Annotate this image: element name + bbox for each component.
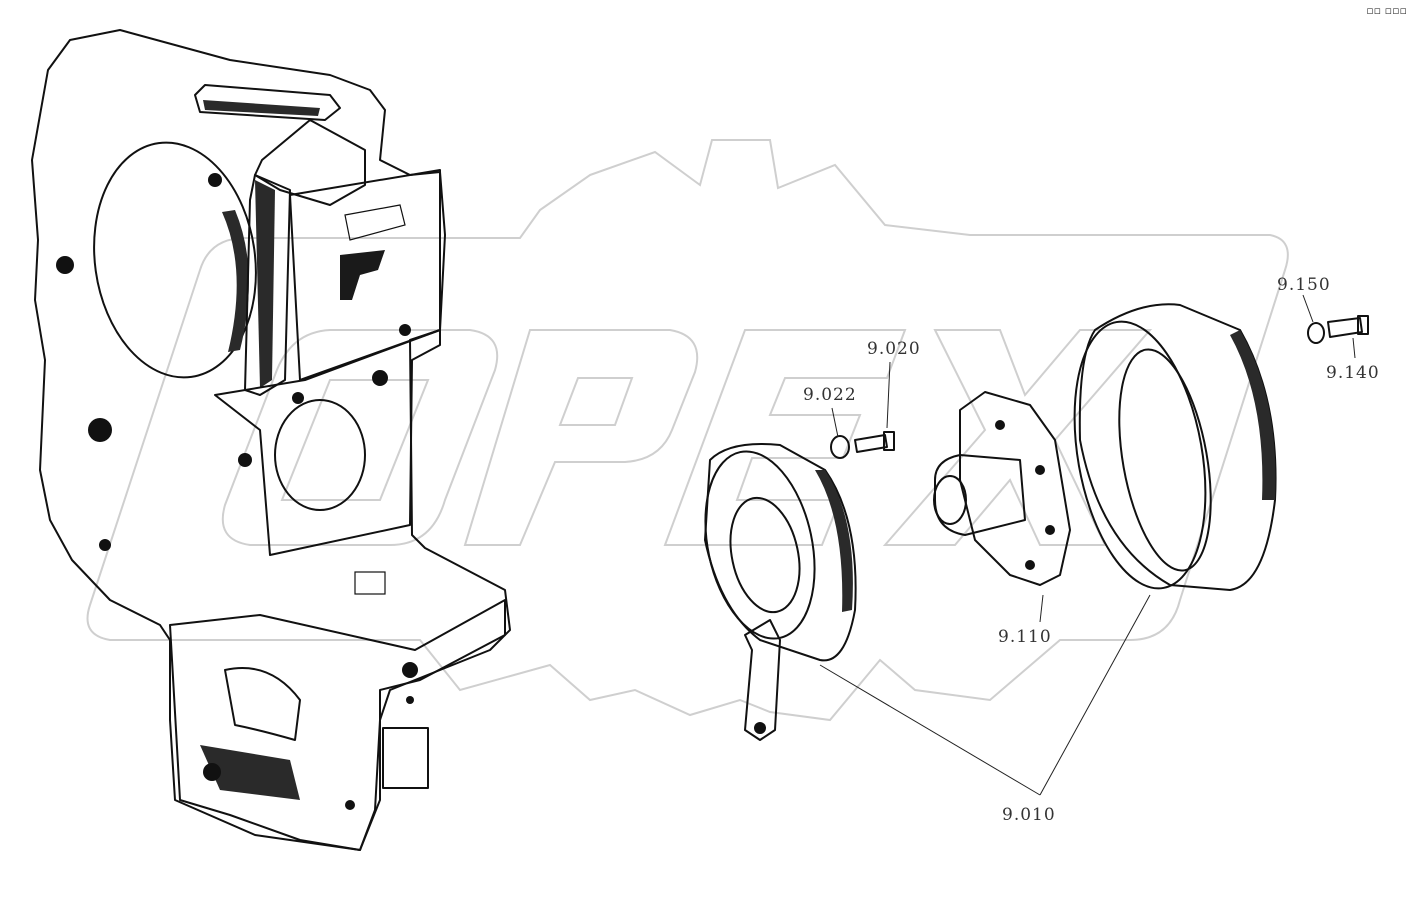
housing-bolt-hole xyxy=(345,800,355,810)
leader-9150 xyxy=(1302,294,1314,323)
part-9022-washer xyxy=(830,435,850,459)
housing-bolt-hole xyxy=(399,324,411,336)
housing-top-port xyxy=(194,84,341,121)
label-9020: 9.020 xyxy=(867,339,921,359)
label-9140: 9.140 xyxy=(1326,363,1380,383)
transmission-housing xyxy=(31,29,511,851)
leader-9010-b xyxy=(1039,594,1151,796)
label-9022: 9.022 xyxy=(803,385,857,405)
housing-main-bore xyxy=(93,141,257,379)
housing-valve-lever xyxy=(340,250,385,300)
watermark-letter-x xyxy=(882,329,1153,546)
part-9140-bolt xyxy=(1327,315,1369,338)
ring-inner-bore xyxy=(1118,348,1212,572)
housing-bolt-hole xyxy=(406,696,414,704)
housing-bolt-hole xyxy=(372,370,388,386)
housing-valve-slot xyxy=(344,204,406,241)
housing-bolt-hole xyxy=(402,662,418,678)
housing-bore-shadow xyxy=(222,210,249,352)
watermark-letter-o xyxy=(221,329,499,546)
housing-lower-shadow xyxy=(200,745,300,800)
part-labels: 9.020 9.022 9.150 9.140 9.110 9.010 xyxy=(803,275,1380,825)
housing-mid-bore xyxy=(274,399,366,511)
housing-bolt-hole xyxy=(208,173,222,187)
drum-body xyxy=(704,443,857,662)
hub-shaft-end xyxy=(933,475,967,525)
label-9150: 9.150 xyxy=(1277,275,1331,295)
leader-9022 xyxy=(831,407,839,438)
leader-9010-a xyxy=(819,664,1041,796)
drum-rim-shadow xyxy=(815,470,853,612)
ring-front-face xyxy=(1073,320,1207,590)
bolt-9020-head xyxy=(883,431,895,451)
housing-side-rib xyxy=(244,174,291,396)
watermark xyxy=(86,139,1289,722)
label-9010: 9.010 xyxy=(1002,805,1056,825)
housing-upper-block xyxy=(254,119,366,206)
leader-lines xyxy=(819,294,1356,796)
housing-small-tab xyxy=(354,571,386,595)
leader-9140 xyxy=(1352,337,1356,359)
housing-bolt-hole xyxy=(292,392,304,404)
housing-mid-flange xyxy=(214,329,441,556)
housing-bolt-hole xyxy=(238,453,252,467)
housing-valve-plate xyxy=(289,169,441,381)
label-9110: 9.110 xyxy=(998,627,1052,647)
watermark-letter-p xyxy=(463,329,699,546)
housing-lower-box xyxy=(169,599,506,851)
ring-outer-band xyxy=(1078,303,1277,591)
housing-bolt-hole xyxy=(56,256,74,274)
part-9010-ring xyxy=(1073,303,1277,591)
leader-9020 xyxy=(886,361,891,429)
drum-lever-pin xyxy=(754,722,766,734)
washer-9150 xyxy=(1307,322,1325,344)
leader-9110 xyxy=(1039,594,1044,623)
housing-bolt-hole xyxy=(99,539,111,551)
drum-bore xyxy=(729,496,801,614)
hub-flange xyxy=(959,391,1071,586)
housing-lower-bore xyxy=(224,667,301,741)
hub-bolt-hole xyxy=(995,420,1005,430)
bolt-9020-shank xyxy=(854,434,888,453)
housing-lower-panel xyxy=(382,727,429,789)
more-dots-icon[interactable]: ▫▫ ▫▫▫ xyxy=(1366,4,1407,17)
drum-lever xyxy=(744,619,781,741)
part-9150-washer xyxy=(1307,322,1325,344)
part-9010-drum xyxy=(704,443,857,741)
washer-9022 xyxy=(830,435,850,459)
part-9020-bolt xyxy=(854,431,895,453)
housing-top-port-shadow xyxy=(203,100,320,116)
hub-bolt-hole xyxy=(1025,560,1035,570)
part-9110-hub xyxy=(933,391,1071,586)
hub-bolt-hole xyxy=(1035,465,1045,475)
hub-bolt-hole xyxy=(1045,525,1055,535)
ring-band-shadow xyxy=(1230,330,1276,500)
housing-side-rib-shadow xyxy=(255,180,275,388)
housing-bolt-hole xyxy=(203,763,221,781)
bolt-9140-shank xyxy=(1327,317,1363,338)
housing-bolt-hole xyxy=(88,418,112,442)
watermark-gear-outline xyxy=(86,139,1289,722)
bolt-9140-head xyxy=(1357,315,1369,335)
